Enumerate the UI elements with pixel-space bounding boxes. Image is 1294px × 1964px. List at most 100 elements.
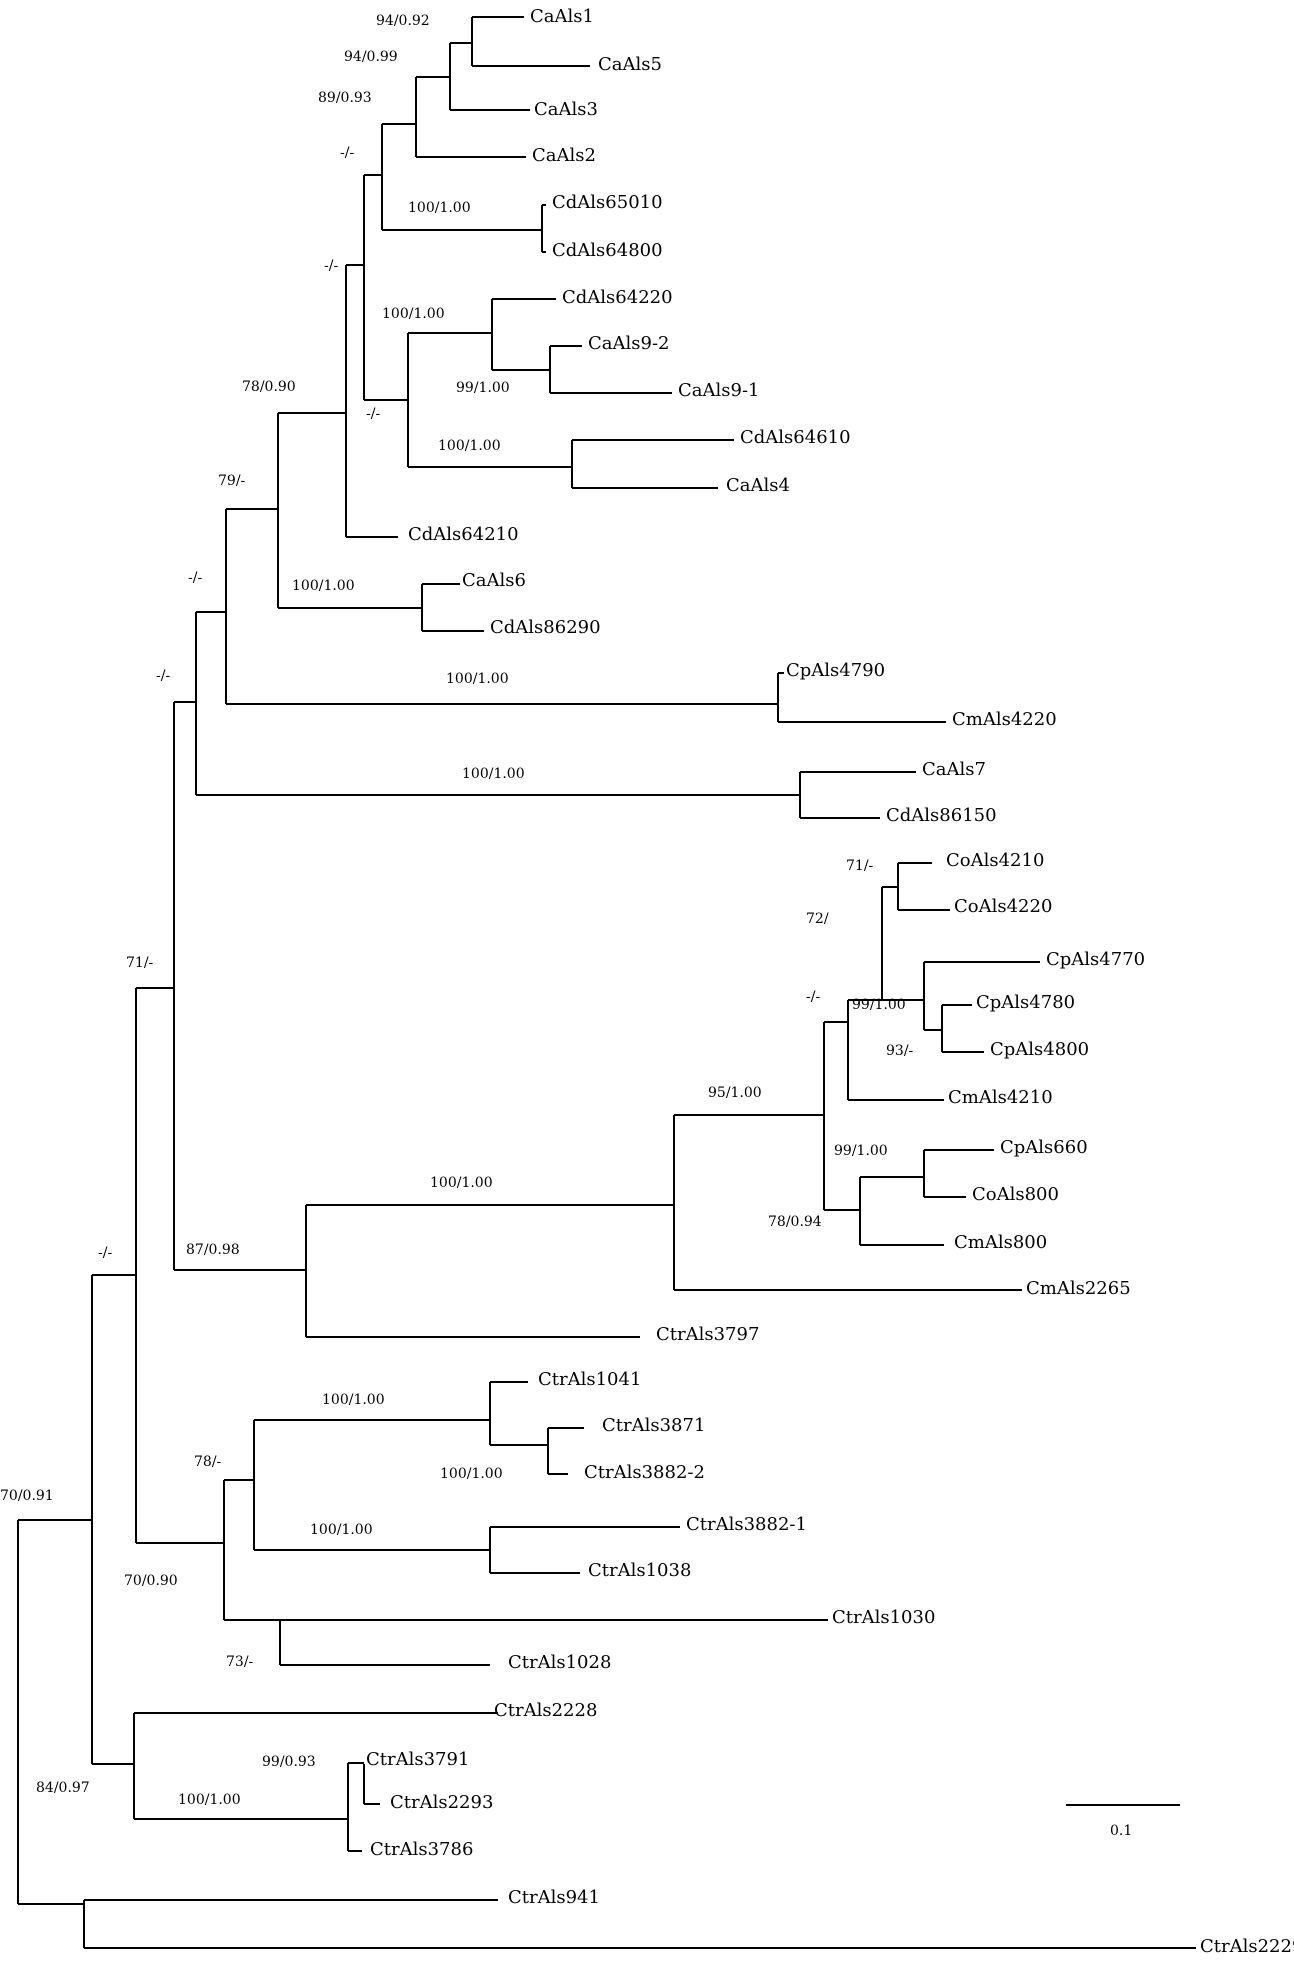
support-value: 93/- [886, 1043, 914, 1059]
support-value: 95/1.00 [708, 1085, 762, 1101]
branch-main [91, 1274, 136, 1765]
branch-root [17, 1519, 92, 1905]
branch-ctrals941-clade [83, 1899, 1196, 1949]
branch-71-co [881, 886, 924, 1001]
taxon-label: CtrAls3786 [370, 1839, 473, 1860]
support-value: 87/0.98 [186, 1242, 240, 1258]
branch-93 [941, 1004, 984, 1053]
branch-94-099 [449, 42, 530, 111]
branch-caals7-clade [799, 771, 916, 819]
support-value: 100/1.00 [440, 1466, 503, 1482]
support-value: 72/ [806, 911, 829, 927]
branch-99-cp4770 [923, 961, 1040, 1031]
support-value: 70/0.90 [124, 1573, 178, 1589]
taxon-label: CmAls2265 [1026, 1278, 1131, 1299]
taxon-label: CtrAls3882-1 [686, 1514, 807, 1535]
taxon-label: CdAls86150 [886, 805, 997, 826]
branch-coals [897, 862, 950, 911]
taxon-label: CtrAls1038 [588, 1560, 691, 1581]
taxon-label: CdAls86290 [490, 617, 601, 638]
support-value: 99/1.00 [852, 997, 906, 1013]
taxon-label: CtrAls1041 [538, 1369, 641, 1390]
branch-100-cd64610 [571, 439, 734, 489]
support-value: 100/1.00 [462, 766, 525, 782]
taxon-label: CtrAls2293 [390, 1792, 493, 1813]
branch-ctrals1041-clade [489, 1381, 548, 1446]
support-value: 84/0.97 [36, 1780, 90, 1796]
taxon-label: CaAls9-1 [678, 380, 759, 401]
taxon-label: CdAls64610 [740, 427, 851, 448]
branch-cpals4790-clade [777, 672, 946, 723]
taxon-label: CtrAls3791 [366, 1749, 469, 1770]
support-value: -/- [366, 406, 380, 422]
taxon-labels: CaAls1 CaAls5 CaAls3 CaAls2 CdAls65010 C… [366, 6, 1294, 1957]
support-value: 99/1.00 [456, 380, 510, 396]
branch-79 [277, 412, 422, 609]
support-value: 78/0.94 [768, 1214, 822, 1230]
taxon-label: CaAls9-2 [588, 333, 669, 354]
branch-ctrals3791-inner [363, 1764, 380, 1805]
taxon-label: CaAls6 [462, 570, 526, 591]
branch-70-090 [223, 1479, 280, 1621]
support-value: 100/1.00 [310, 1522, 373, 1538]
branch-78-094 [859, 1176, 944, 1246]
branch-dash6 [823, 1021, 860, 1211]
taxon-label: CoAls4210 [946, 850, 1044, 871]
branch-dash2 [363, 174, 408, 401]
taxon-label: CpAls660 [1000, 1137, 1088, 1158]
support-value: 78/0.90 [242, 379, 296, 395]
support-value: 100/1.00 [178, 1792, 241, 1808]
taxon-label: CpAls4790 [786, 660, 885, 681]
branch-ctrals3871-clade [547, 1427, 584, 1475]
branch-dash3 [407, 332, 572, 468]
taxon-label: CtrAls3871 [602, 1415, 705, 1436]
taxon-label: CpAls4800 [990, 1039, 1089, 1060]
branch-95 [673, 1114, 1022, 1291]
support-value: 70/0.91 [0, 1488, 54, 1504]
support-value: 100/1.00 [382, 306, 445, 322]
branch-94-092 [471, 16, 590, 67]
support-value: 78/- [194, 1454, 222, 1470]
support-value: 79/- [218, 473, 246, 489]
branch-99-cp660 [923, 1149, 994, 1198]
taxon-label: CmAls4210 [948, 1087, 1053, 1108]
support-value: -/- [340, 145, 354, 161]
support-value: 71/- [126, 955, 154, 971]
support-value: -/- [188, 570, 202, 586]
branch-89-093 [415, 76, 526, 158]
support-labels: 94/0.92 94/0.99 89/0.93 -/- 100/1.00 -/-… [0, 13, 914, 1808]
taxon-label: CmAls4220 [952, 709, 1057, 730]
branch-100-cd65 [541, 204, 546, 253]
taxon-label: CtrAls2228 [494, 1700, 597, 1721]
taxon-label: CtrAls941 [508, 1887, 600, 1908]
support-value: 89/0.93 [318, 90, 372, 106]
support-value: 100/1.00 [430, 1175, 493, 1191]
support-value: 100/1.00 [438, 438, 501, 454]
branch-71-clade [135, 987, 224, 1544]
branch-dash5 [195, 611, 800, 796]
support-value: -/- [806, 989, 820, 1005]
support-value: -/- [324, 258, 338, 274]
support-value: 99/1.00 [834, 1143, 888, 1159]
support-value: 99/0.93 [262, 1754, 316, 1770]
taxon-label: CtrAls1030 [832, 1607, 935, 1628]
support-value: -/- [98, 1245, 112, 1261]
scale-bar: 0.1 [1066, 1804, 1180, 1839]
branch-78-090 [345, 264, 398, 538]
tree-branches [17, 16, 1196, 1949]
scale-bar-label: 0.1 [1110, 1823, 1132, 1839]
taxon-label: CdAls64210 [408, 524, 519, 545]
branch-100-big [305, 1204, 674, 1338]
branch-73 [279, 1619, 828, 1666]
taxon-label: CaAls1 [530, 6, 594, 27]
taxon-label: CaAls7 [922, 759, 986, 780]
taxon-label: CtrAls3797 [656, 1324, 759, 1345]
support-value: 100/1.00 [292, 578, 355, 594]
support-value: 100/1.00 [408, 200, 471, 216]
taxon-label: CtrAls2229 [1200, 1936, 1294, 1957]
taxon-label: CaAls5 [598, 54, 662, 75]
taxon-label: CtrAls1028 [508, 1652, 611, 1673]
taxon-label: CtrAls3882-2 [584, 1462, 705, 1483]
taxon-label: CdAls65010 [552, 192, 663, 213]
